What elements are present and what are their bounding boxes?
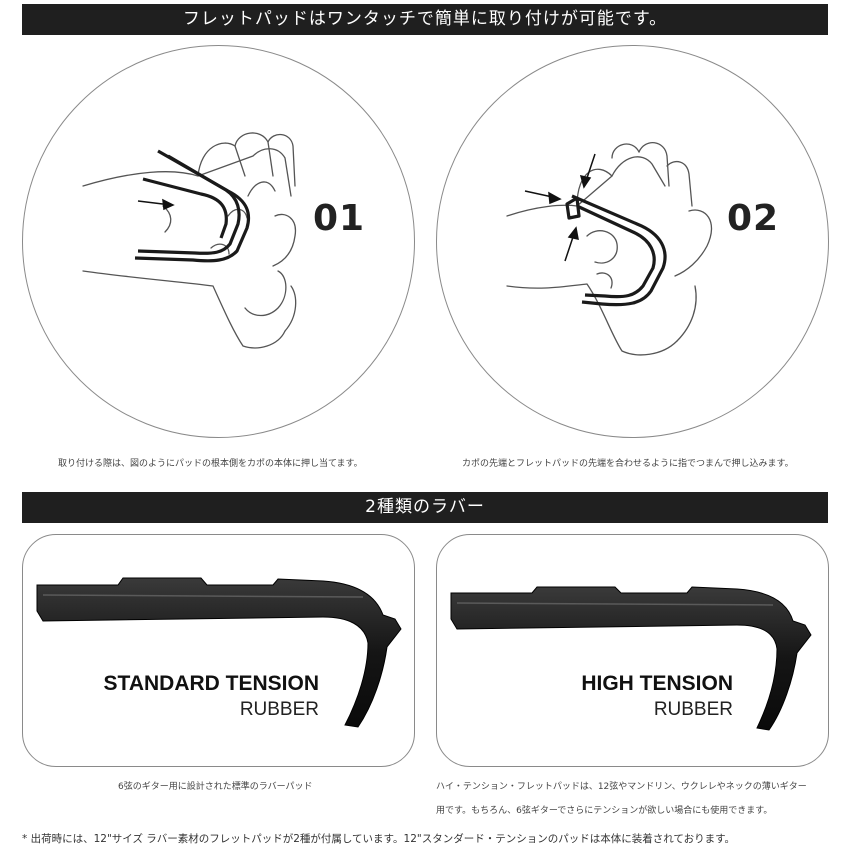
section-banner-installation: フレットパッドはワンタッチで簡単に取り付けが可能です。 <box>22 4 828 35</box>
footnote: * 出荷時には、12"サイズ ラバー素材のフレットパッドが2種が付属しています。… <box>22 833 736 845</box>
high-tension-note-line-1: ハイ・テンション・フレットパッドは、12弦やマンドリン、ウクレレやネックの薄いギ… <box>436 782 807 792</box>
step-1-circle: 01 <box>22 45 415 438</box>
standard-tension-panel: STANDARD TENSION RUBBER <box>22 534 415 767</box>
rubber-subtitle: RUBBER <box>653 699 733 720</box>
section-title: フレットパッドはワンタッチで簡単に取り付けが可能です。 <box>182 9 668 29</box>
rubber-pad-render <box>36 577 402 728</box>
step-number: 02 <box>727 198 780 239</box>
rubber-pad-render <box>450 586 812 731</box>
step-number: 01 <box>313 198 366 239</box>
hand-inserting-pad-illustration <box>82 132 297 349</box>
standard-tension-note: 6弦のギター用に設計された標準のラバーパッド <box>118 782 313 792</box>
step-1-caption: 取り付ける際は、図のようにパッドの根本側をカポの本体に押し当てます。 <box>58 459 363 469</box>
rubber-title: HIGH TENSION <box>581 672 733 695</box>
section-title: 2種類のラバー <box>365 497 485 517</box>
section-banner-rubber-types: 2種類のラバー <box>22 492 828 523</box>
step-2-caption: カポの先端とフレットパッドの先端を合わせるように指でつまんで押し込みます。 <box>462 459 794 469</box>
rubber-subtitle: RUBBER <box>239 699 319 720</box>
high-tension-panel: HIGH TENSION RUBBER <box>436 534 829 767</box>
rubber-title: STANDARD TENSION <box>103 672 319 695</box>
high-tension-note-line-2: 用です。もちろん、6弦ギターでさらにテンションが欲しい場合にも使用できます。 <box>436 806 773 816</box>
hand-pinching-pad-illustration <box>506 142 713 356</box>
step-2-circle: 02 <box>436 45 829 438</box>
